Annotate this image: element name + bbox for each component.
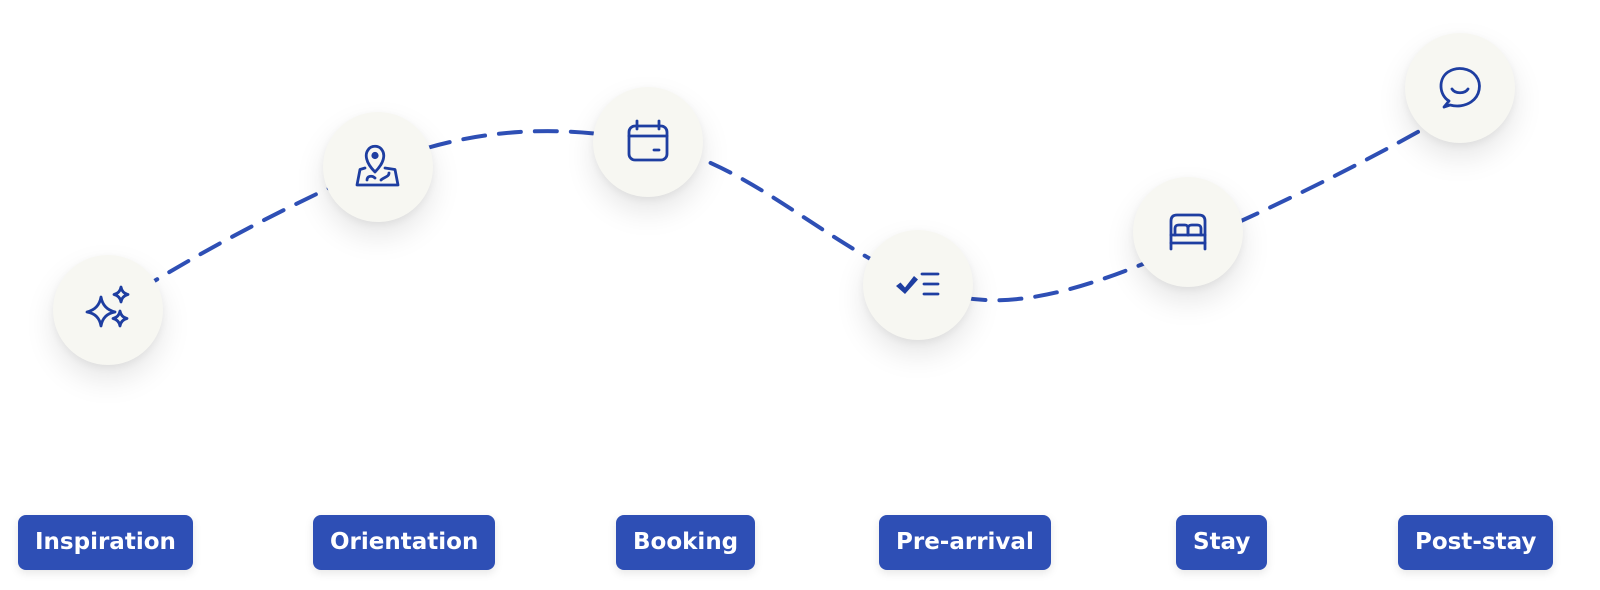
stage-label-pre-arrival: Pre-arrival (879, 515, 1051, 570)
sparkles-icon (85, 285, 130, 328)
stage-node-inspiration (53, 255, 163, 365)
stage-label-inspiration: Inspiration (18, 515, 193, 570)
stage-label-orientation: Orientation (313, 515, 496, 570)
stage-node-pre-arrival (863, 230, 973, 340)
stage-label-stay: Stay (1176, 515, 1268, 570)
stage-node-booking (593, 87, 703, 197)
checklist-icon (896, 272, 940, 296)
stage-node-post-stay (1405, 33, 1515, 143)
calendar-icon (627, 119, 669, 162)
stage-node-stay (1133, 177, 1243, 287)
stage-label-post-stay: Post-stay (1398, 515, 1554, 570)
stage-node-orientation (323, 112, 433, 222)
stage-label-booking: Booking (616, 515, 756, 570)
chat-bubble-icon (1439, 67, 1481, 109)
map-pin-icon (355, 144, 400, 187)
bed-icon (1169, 213, 1207, 251)
